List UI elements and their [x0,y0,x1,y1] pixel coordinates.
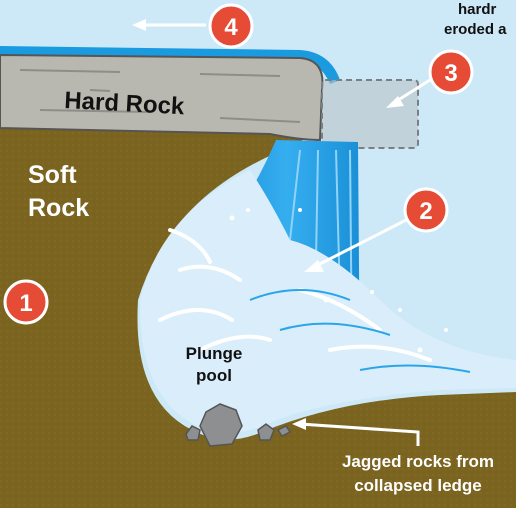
badge-1: 1 [3,279,49,325]
badge-2: 2 [403,187,449,233]
jagged-rocks-label-line1: Jagged rocks from [342,452,494,471]
badge-3: 3 [428,49,474,95]
spray-dots [229,208,448,353]
soft-rock-label-line2: Rock [28,194,89,222]
eroded-ledge-outline [321,79,419,149]
jagged-rocks-label-line2: collapsed ledge [354,476,482,495]
pool-spray [158,228,432,362]
soft-rock-label-line1: Soft [28,161,77,189]
badge-4: 4 [208,3,254,49]
arrow-jagged [299,422,420,446]
badge-2-number: 2 [419,198,432,225]
soft-rock-layer [0,118,516,508]
badge-4-number: 4 [224,14,238,41]
arrow-2 [311,214,415,270]
hard-rock-texture [19,69,301,123]
badge-1-number: 1 [19,290,32,317]
plunge-pool-label-line2: pool [196,366,232,385]
jagged-rocks [185,403,292,447]
annotation-arrows [132,19,431,446]
corner-label-line1: hardr [458,1,497,18]
pool-ripples [249,289,471,373]
corner-label-line2: eroded a [444,21,507,38]
hard-rock-label: Hard Rock [64,87,186,120]
plunge-pool-label-line1: Plunge [186,344,243,363]
waterfall-streaks [289,149,353,361]
badge-3-number: 3 [444,60,457,87]
